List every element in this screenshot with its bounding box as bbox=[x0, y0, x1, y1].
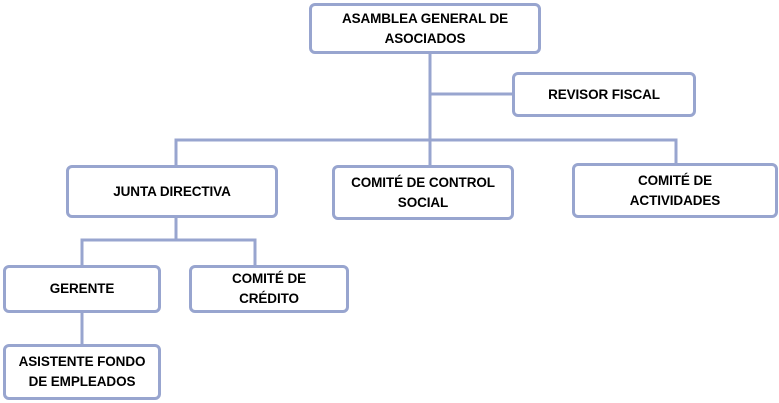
node-revisor-fiscal: REVISOR FISCAL bbox=[512, 72, 696, 117]
node-actividades-label: COMITÉ DE ACTIVIDADES bbox=[629, 172, 721, 208]
node-junta-directiva: JUNTA DIRECTIVA bbox=[66, 165, 278, 218]
node-asistente-label: ASISTENTE FONDO DE EMPLEADOS bbox=[18, 354, 146, 389]
node-credito-label: COMITÉ DE CRÉDITO bbox=[231, 271, 307, 306]
node-gerente: GERENTE bbox=[3, 265, 161, 313]
node-control-label: COMITÉ DE CONTROL SOCIAL bbox=[351, 174, 495, 210]
node-gerente-label: GERENTE bbox=[49, 281, 115, 296]
node-comite-actividades: COMITÉ DE ACTIVIDADES bbox=[572, 163, 778, 218]
node-asamblea-label: ASAMBLEA GENERAL DE ASOCIADOS bbox=[341, 10, 509, 46]
node-junta-label: JUNTA DIRECTIVA bbox=[113, 183, 231, 199]
node-comite-control-social: COMITÉ DE CONTROL SOCIAL bbox=[332, 165, 514, 220]
node-asistente-fondo: ASISTENTE FONDO DE EMPLEADOS bbox=[3, 344, 161, 400]
node-asamblea-general: ASAMBLEA GENERAL DE ASOCIADOS bbox=[309, 3, 541, 54]
node-revisor-label: REVISOR FISCAL bbox=[548, 86, 660, 102]
node-comite-credito: COMITÉ DE CRÉDITO bbox=[189, 265, 349, 313]
